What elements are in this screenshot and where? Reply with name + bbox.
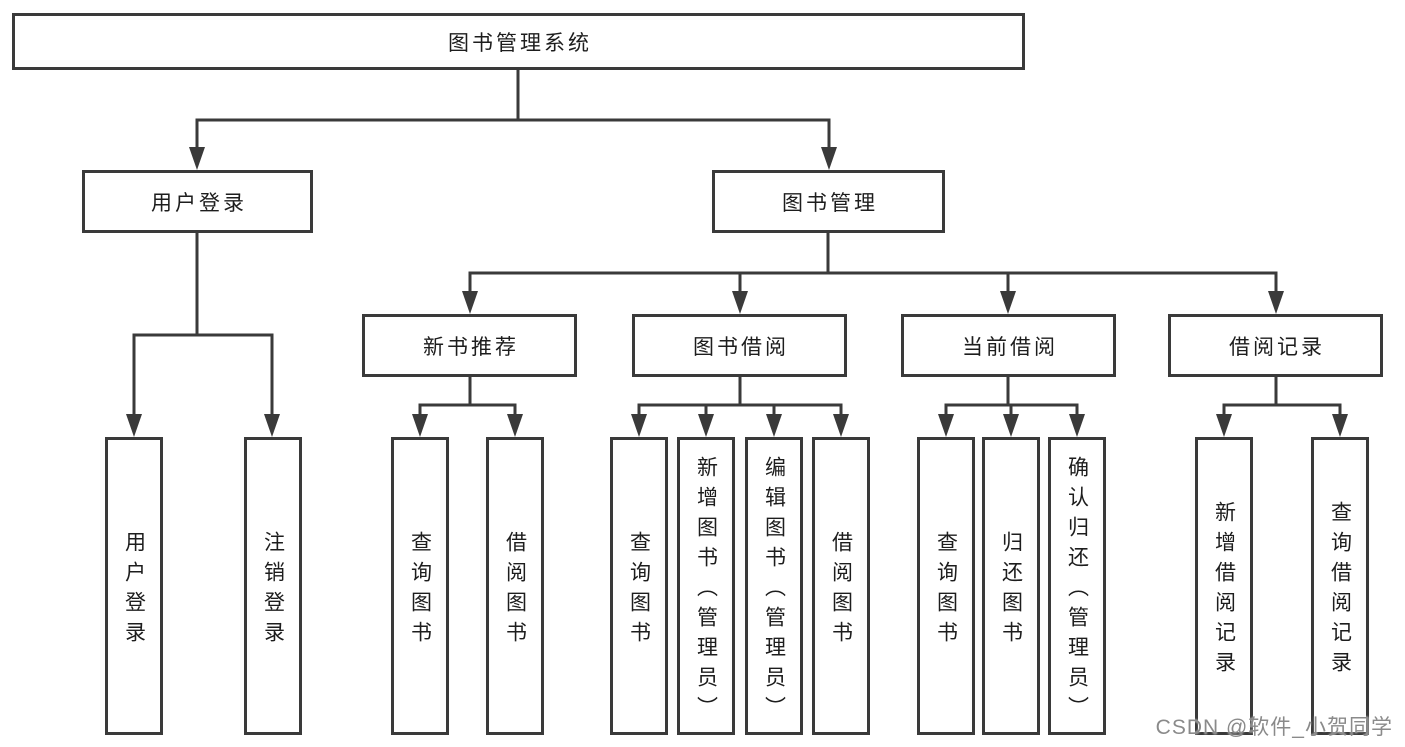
leaf-add-book-admin: 新增图书（管理员）	[677, 437, 735, 735]
arrowhead	[1069, 414, 1085, 437]
leaf-edit-book-admin: 编辑图书（管理员）	[745, 437, 803, 735]
leaf-query-books-current: 查询图书	[917, 437, 975, 735]
arrowhead	[698, 414, 714, 437]
arrowhead	[1000, 291, 1016, 314]
arrowhead	[631, 414, 647, 437]
leaf-query-books-recommend: 查询图书	[391, 437, 449, 735]
node-label: 用户登录	[122, 530, 146, 651]
leaf-logout: 注销登录	[244, 437, 302, 735]
node-label: 图书管理	[782, 191, 878, 215]
arrowhead	[462, 291, 478, 314]
node-new-book-recommend: 新书推荐	[362, 314, 577, 377]
node-label: 借阅图书	[503, 530, 527, 651]
arrowhead	[189, 147, 205, 170]
arrowhead	[1216, 414, 1232, 437]
arrowhead	[938, 414, 954, 437]
arrowheads	[126, 147, 1348, 437]
leaf-confirm-return-admin: 确认归还（管理员）	[1048, 437, 1106, 735]
arrowhead	[766, 414, 782, 437]
leaf-borrow-books-recommend: 借阅图书	[486, 437, 544, 735]
node-label: 用户登录	[151, 191, 247, 215]
node-label: 借阅记录	[1229, 335, 1325, 359]
csdn-watermark: CSDN @软件_小贺同学	[1155, 716, 1393, 739]
node-label: 新增图书（管理员）	[694, 455, 718, 726]
node-current-borrow: 当前借阅	[901, 314, 1116, 377]
node-borrow-records: 借阅记录	[1168, 314, 1383, 377]
node-label: 查询图书	[934, 530, 958, 651]
arrowhead	[1332, 414, 1348, 437]
arrowhead	[507, 414, 523, 437]
leaf-add-borrow-record: 新增借阅记录	[1195, 437, 1253, 735]
node-label: 图书管理系统	[448, 31, 592, 55]
arrowhead	[264, 414, 280, 437]
arrowhead	[732, 291, 748, 314]
node-label: 查询图书	[408, 530, 432, 651]
node-label: 新书推荐	[423, 335, 519, 359]
node-label: 新增借阅记录	[1212, 500, 1236, 681]
arrowhead	[412, 414, 428, 437]
node-label: 确认归还（管理员）	[1065, 455, 1089, 726]
node-label: 归还图书	[999, 530, 1023, 651]
arrowhead	[126, 414, 142, 437]
arrowhead	[833, 414, 849, 437]
node-book-borrow: 图书借阅	[632, 314, 847, 377]
arrowhead	[821, 147, 837, 170]
arrowhead	[1003, 414, 1019, 437]
leaf-borrow-books: 借阅图书	[812, 437, 870, 735]
node-label: 查询借阅记录	[1328, 500, 1352, 681]
node-book-management: 图书管理	[712, 170, 945, 233]
node-label: 当前借阅	[962, 335, 1058, 359]
node-library-management-system: 图书管理系统	[12, 13, 1025, 70]
arrowhead	[1268, 291, 1284, 314]
node-label: 编辑图书（管理员）	[762, 455, 786, 726]
node-label: 查询图书	[627, 530, 651, 651]
node-label: 注销登录	[261, 530, 285, 651]
node-label: 借阅图书	[829, 530, 853, 651]
node-label: 图书借阅	[693, 335, 789, 359]
leaf-query-borrow-record: 查询借阅记录	[1311, 437, 1369, 735]
node-user-login: 用户登录	[82, 170, 313, 233]
leaf-query-books-borrow: 查询图书	[610, 437, 668, 735]
leaf-user-login: 用户登录	[105, 437, 163, 735]
leaf-return-book: 归还图书	[982, 437, 1040, 735]
